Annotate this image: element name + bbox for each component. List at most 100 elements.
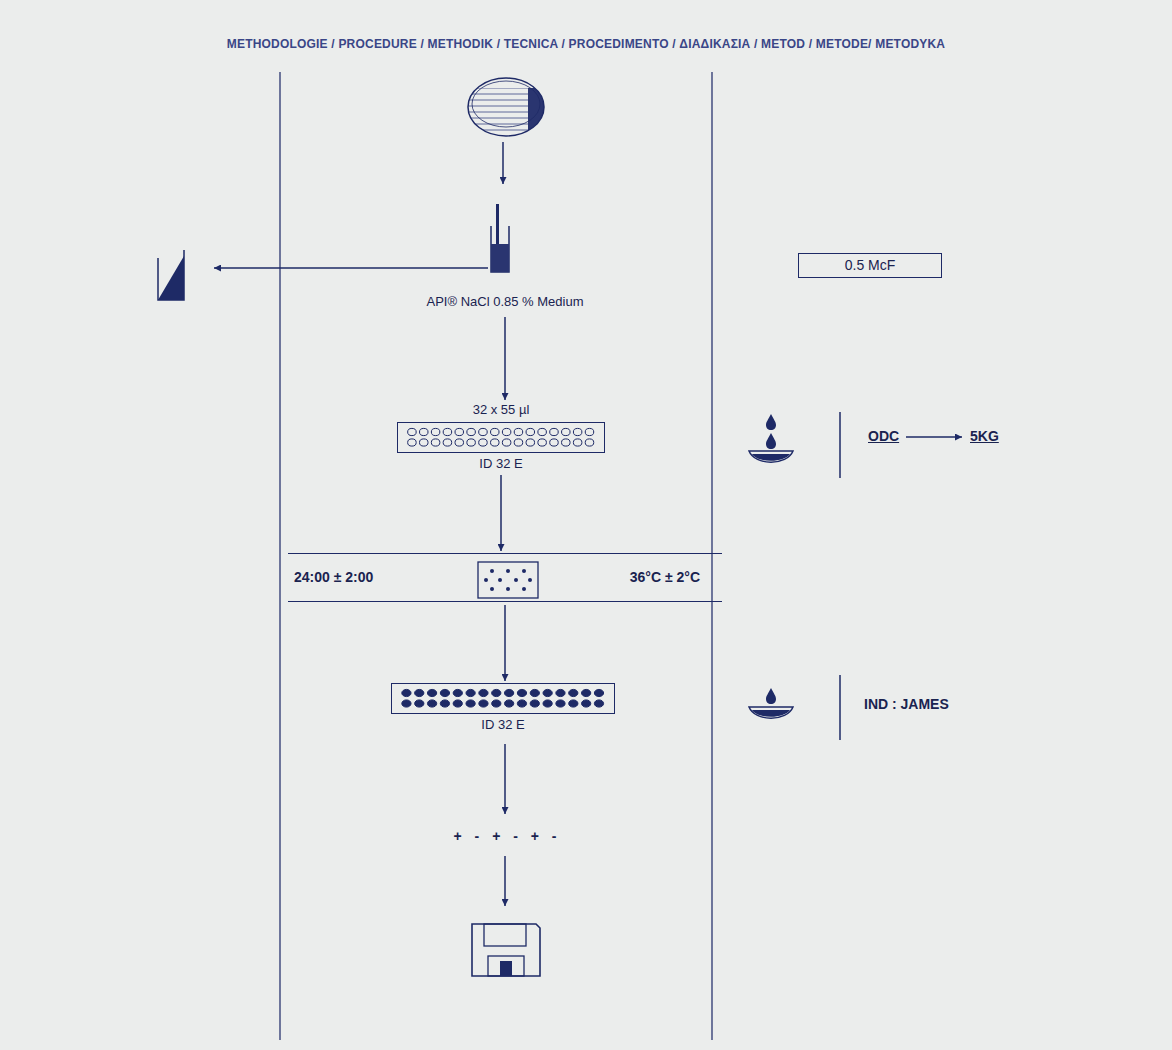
- strip-well: [427, 689, 436, 696]
- strip-wells: [392, 684, 613, 712]
- reagent-name: ODC: [868, 428, 899, 444]
- strip-well: [467, 439, 476, 446]
- strip-well: [562, 428, 571, 435]
- dot: [506, 587, 510, 591]
- strip-well: [514, 428, 523, 435]
- disk-shutter: [488, 956, 524, 976]
- strip-well: [479, 689, 488, 696]
- strip-well: [419, 428, 428, 435]
- strip-well: [479, 439, 488, 446]
- strip-well: [443, 439, 452, 446]
- strip-well: [573, 439, 582, 446]
- column-line: [711, 72, 712, 1040]
- strip-well: [543, 700, 552, 707]
- strip-well: [569, 689, 578, 696]
- dot: [522, 587, 526, 591]
- drop: [766, 688, 776, 704]
- disk-body: [472, 924, 540, 976]
- strip-well: [582, 700, 591, 707]
- strip-well: [594, 689, 603, 696]
- strip-well: [504, 700, 513, 707]
- node-label: 24:00 ± 2:00: [294, 569, 373, 586]
- dot: [522, 569, 526, 573]
- revealed-strip: ID 32 E: [390, 683, 616, 733]
- dot: [498, 578, 502, 582]
- strip-well: [530, 700, 539, 707]
- strip-well: [502, 439, 511, 446]
- strip-well: [550, 439, 559, 446]
- drop-icon: [749, 688, 793, 718]
- strip-well: [530, 689, 539, 696]
- page-title: METHODOLOGIE / PROCEDURE / METHODIK / TE…: [196, 37, 976, 51]
- petri-dish: [466, 78, 548, 140]
- strip-well: [440, 689, 449, 696]
- flow-arrow: [214, 267, 488, 268]
- strip-wells: [398, 423, 603, 451]
- inoculated-strip: 32 x 55 µlID 32 E: [395, 402, 607, 472]
- suspension-tube-node: API® NaCl 0.85 % Medium: [405, 212, 605, 314]
- mcfarland-tube: [158, 250, 184, 300]
- drop-icon: [749, 414, 793, 462]
- disk-slot: [500, 961, 512, 976]
- flow-arrow: [500, 475, 502, 551]
- strip-well: [569, 700, 578, 707]
- flow-arrow: [504, 317, 506, 400]
- flow-arrow: [504, 605, 506, 681]
- dish-outline: [468, 78, 544, 136]
- node-label: 0.5 McF: [813, 257, 927, 274]
- strip-well: [514, 439, 523, 446]
- node-label: ID 32 E: [395, 456, 607, 472]
- node-label: API® NaCl 0.85 % Medium: [405, 294, 605, 310]
- disk-label: [484, 924, 526, 946]
- dot: [528, 578, 532, 582]
- dot: [484, 578, 488, 582]
- strip-well: [517, 700, 526, 707]
- strip-well: [556, 700, 565, 707]
- strip-well: [492, 689, 501, 696]
- strip-well: [419, 439, 428, 446]
- separator-bar: [839, 675, 841, 740]
- incubation-symbol: [478, 562, 538, 598]
- result-signs: + - + - + -: [380, 828, 630, 844]
- strip-well: [538, 428, 547, 435]
- strip-well: [526, 428, 535, 435]
- strip-well: [440, 700, 449, 707]
- strip-well: [517, 689, 526, 696]
- suspension-tube: [491, 204, 509, 272]
- well-liquid: [752, 454, 790, 461]
- strip-well: [431, 428, 440, 435]
- dish-inner-outline: [472, 81, 540, 127]
- strip-well: [466, 689, 475, 696]
- well-dish: [749, 707, 793, 718]
- strip-well: [453, 700, 462, 707]
- tube-outline: [491, 226, 509, 272]
- strip-well: [491, 428, 500, 435]
- strip-well: [427, 700, 436, 707]
- dot: [490, 587, 494, 591]
- separator-bar: [839, 412, 841, 478]
- dot: [490, 569, 494, 573]
- reaction-arrow: [906, 436, 962, 437]
- strip-well: [466, 700, 475, 707]
- strip-well: [415, 700, 424, 707]
- dot: [514, 578, 518, 582]
- flow-arrow: [502, 142, 504, 184]
- strip-well: [543, 689, 552, 696]
- strip-well: [455, 439, 464, 446]
- well-liquid: [752, 710, 790, 717]
- column-line: [279, 72, 280, 1040]
- strip-well: [431, 439, 440, 446]
- test-strip: [391, 683, 615, 714]
- dish-rim-shade: [528, 80, 548, 140]
- strip-well: [538, 439, 547, 446]
- strip-well: [550, 428, 559, 435]
- pipette: [496, 204, 499, 248]
- tube-liquid: [491, 244, 509, 272]
- dot: [506, 569, 510, 573]
- reagent-name: IND : JAMES: [864, 696, 949, 712]
- flow-arrow: [504, 856, 506, 906]
- tube-outline: [158, 250, 184, 300]
